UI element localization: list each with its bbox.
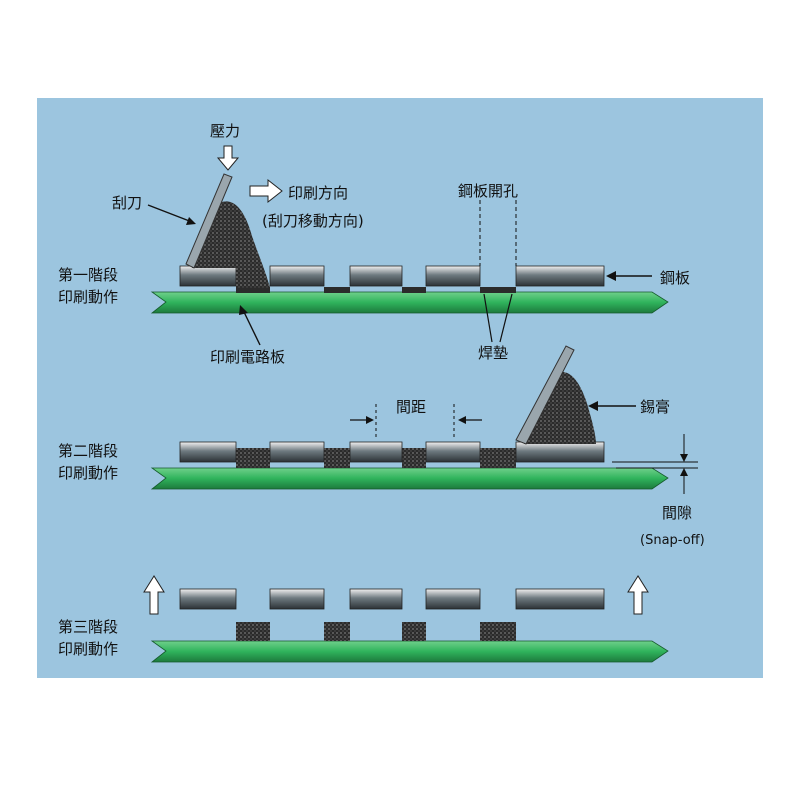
- pcb-pointer-head-icon: [239, 305, 248, 315]
- stencil-3c: [349, 588, 403, 610]
- label-gap: 間距: [396, 398, 426, 416]
- paste-deposit-3a: [236, 622, 270, 641]
- stage-3: 第三階段 印刷動作: [58, 575, 669, 663]
- snapoff-arrow-bottom-head-icon: [680, 468, 688, 476]
- paste-deposit-2c: [402, 448, 426, 468]
- stage-1: 壓力 刮刀 印刷方向 (刮刀移動方向) 鋼板開孔 鋼板 第一階段 印刷動作 印刷…: [58, 122, 690, 366]
- label-stage1-line1: 第一階段: [58, 266, 118, 284]
- solder-paste-pile-2: [524, 371, 596, 444]
- paste-deposit-2b: [324, 448, 350, 468]
- pad-1a: [236, 287, 270, 293]
- stage-2: 間距 錫膏 第二階段 印刷動作 間隙 (Snap-off): [58, 345, 705, 548]
- label-stage1-line2: 印刷動作: [58, 288, 118, 306]
- paste-deposit-2d: [480, 448, 516, 468]
- diagram-panel: [37, 98, 763, 678]
- print-direction-arrow-icon: [249, 178, 283, 204]
- gap-arrow-left-head-icon: [366, 416, 374, 424]
- paste-deposit-2a: [236, 448, 270, 468]
- pad-1c: [402, 287, 426, 293]
- label-squeegee-motion: (刮刀移動方向): [262, 212, 364, 230]
- label-squeegee: 刮刀: [112, 194, 142, 212]
- stencil-1b: [269, 265, 325, 287]
- squeegee-blade-2: [515, 345, 575, 445]
- pad-1b: [324, 287, 350, 293]
- label-stage3-line2: 印刷動作: [58, 640, 118, 658]
- paste-deposit-3b: [324, 622, 350, 641]
- pressure-arrow-icon: [216, 145, 240, 171]
- pcb-board-3: [150, 640, 669, 663]
- label-stencil: 鋼板: [660, 269, 690, 287]
- stencil-1c: [349, 265, 403, 287]
- paste-deposit-3c: [402, 622, 426, 641]
- stencil-1a: [179, 265, 237, 287]
- label-print-direction: 印刷方向: [288, 184, 348, 202]
- stencil-3a: [179, 588, 237, 610]
- stencil-3e: [515, 588, 605, 610]
- stencil-2a: [179, 441, 237, 463]
- snapoff-arrow-top-head-icon: [680, 454, 688, 462]
- stencil-pointer-head-icon: [606, 271, 616, 281]
- stencil-1d: [425, 265, 481, 287]
- label-pad: 焊墊: [478, 344, 508, 362]
- stencil-1e: [515, 265, 605, 287]
- pad-1d: [480, 287, 516, 293]
- pad-pointer-2: [499, 293, 513, 343]
- stencil-2d: [425, 441, 481, 463]
- label-pcb: 印刷電路板: [210, 348, 285, 366]
- stencil-2b: [269, 441, 325, 463]
- label-stencil-aperture: 鋼板開孔: [458, 182, 518, 200]
- solder-paste-pointer-head-icon: [588, 401, 598, 411]
- label-stage2-line2: 印刷動作: [58, 464, 118, 482]
- pcb-board-1: [150, 291, 669, 314]
- label-solder-paste: 錫膏: [640, 398, 670, 416]
- label-pressure: 壓力: [210, 122, 240, 140]
- label-snapoff-en: (Snap-off): [640, 533, 705, 548]
- squeegee-pointer: [147, 204, 193, 223]
- lift-arrow-right-icon: [627, 575, 649, 615]
- gap-arrow-right-head-icon: [458, 416, 466, 424]
- paste-deposit-3d: [480, 622, 516, 641]
- pcb-pointer: [243, 311, 261, 346]
- stencil-2e: [515, 441, 605, 463]
- squeegee-blade-1: [185, 173, 233, 269]
- label-snapoff-zh: 間隙: [662, 504, 692, 522]
- stencil-3b: [269, 588, 325, 610]
- stencil-2c: [349, 441, 403, 463]
- stencil-3d: [425, 588, 481, 610]
- pad-pointer-1: [483, 293, 493, 343]
- label-stage2-line1: 第二階段: [58, 442, 118, 460]
- label-stage3-line1: 第三階段: [58, 618, 118, 636]
- pcb-board-2: [150, 467, 669, 490]
- lift-arrow-left-icon: [143, 575, 165, 615]
- squeegee-pointer-head-icon: [186, 217, 196, 225]
